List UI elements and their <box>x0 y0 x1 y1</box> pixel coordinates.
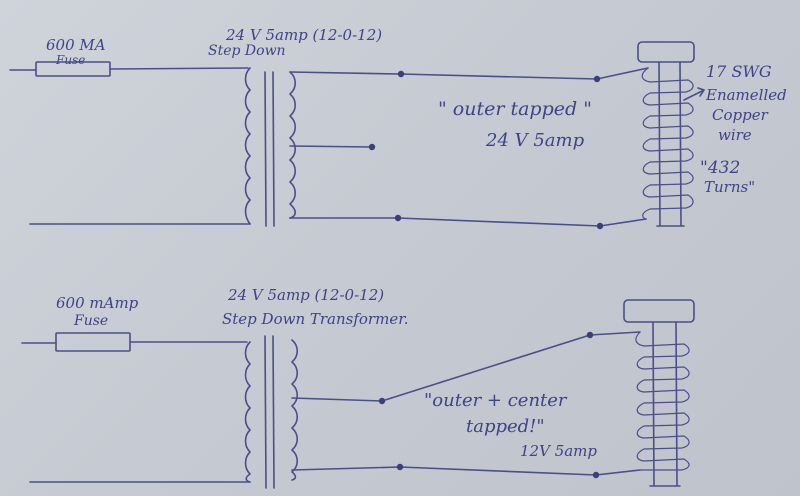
bottom-secondary-winding <box>291 339 299 481</box>
top-transformer-type-label: Step Down <box>208 43 286 59</box>
top-junction-dot <box>593 75 601 83</box>
top-wire-label: wire <box>718 126 752 144</box>
bottom-junction-dot <box>592 471 600 479</box>
bottom-tap-note: "outer + center <box>424 390 567 411</box>
bottom-coil-winding <box>635 331 690 471</box>
bottom-bolt-shaft <box>649 321 681 487</box>
bottom-bolt-head <box>623 299 695 323</box>
top-outer-tap-upper-wire <box>289 67 649 80</box>
top-transformer-rating-label: 24 V 5amp (12-0-12) <box>226 26 383 44</box>
bottom-outer-tap-wire <box>291 466 641 476</box>
bottom-fuse-symbol <box>55 332 131 352</box>
top-tap-note: " outer tapped " <box>438 98 592 120</box>
bottom-junction-dot <box>378 397 386 405</box>
top-primary-winding <box>244 67 251 225</box>
bottom-transformer-rating-label: 24 V 5amp (12-0-12) <box>228 286 385 304</box>
bottom-center-tap-wire <box>291 331 641 402</box>
bottom-transformer-type-label: Step Down Transformer. <box>222 310 409 328</box>
top-junction-dot <box>394 214 402 222</box>
top-turns-label: Turns" <box>704 178 756 196</box>
top-circuit <box>9 41 705 230</box>
top-outer-tap-lower-wire <box>289 217 647 227</box>
top-wire-type-label: Enamelled <box>706 86 787 104</box>
top-wire-material-label: Copper <box>712 106 768 124</box>
bottom-primary-winding <box>244 341 251 483</box>
top-turns-count: "432 <box>700 158 741 178</box>
bottom-circuit <box>21 299 695 489</box>
bottom-transformer-core <box>264 335 275 489</box>
top-transformer-core <box>264 71 275 227</box>
top-bolt-head <box>637 41 695 63</box>
top-wire-label-arrow <box>683 87 705 101</box>
bottom-fuse-rating-label: 600 mAmp <box>56 294 139 312</box>
bottom-junction-dot <box>396 463 404 471</box>
bottom-tap-note-continued: tapped!" <box>466 416 545 437</box>
top-center-tap-wire <box>289 145 373 148</box>
bottom-junction-dot <box>586 331 594 339</box>
top-junction-dot <box>368 143 376 151</box>
top-junction-dot <box>397 70 405 78</box>
top-fuse-label: Fuse <box>56 53 86 67</box>
top-secondary-winding <box>289 71 297 219</box>
top-wire-gauge-label: 17 SWG <box>706 62 772 81</box>
top-output-rating: 24 V 5amp <box>486 130 585 151</box>
top-primary-wire <box>9 67 249 71</box>
top-coil-winding <box>641 67 694 220</box>
top-fuse-symbol <box>35 61 111 77</box>
top-junction-dot <box>596 222 604 230</box>
bottom-primary-wire <box>21 341 248 344</box>
bottom-output-rating: 12V 5amp <box>520 442 597 460</box>
top-bolt-shaft <box>656 61 685 227</box>
bottom-fuse-label: Fuse <box>74 313 109 329</box>
top-fuse-rating-label: 600 MA <box>46 36 106 54</box>
